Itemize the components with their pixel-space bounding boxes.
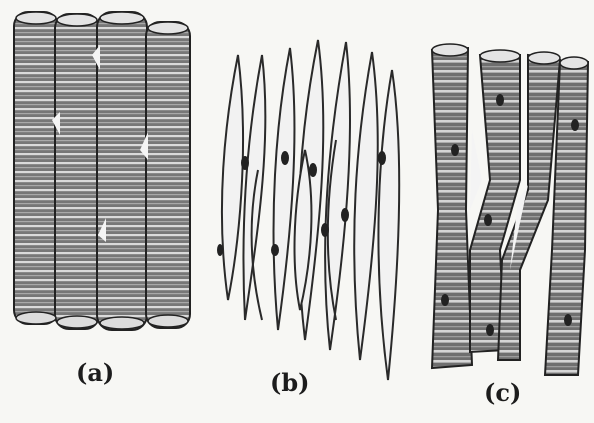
fiber-a1: [14, 12, 58, 324]
fiber-a2: [55, 14, 99, 329]
nucleus-b8: [217, 244, 223, 256]
fiber-end-c3: [528, 52, 560, 64]
nucleus-c1: [451, 144, 459, 156]
fiber-a4: [146, 22, 190, 328]
nucleus-c3: [484, 214, 492, 226]
fiber-c1: [432, 48, 472, 368]
nucleus-b7: [321, 223, 329, 237]
panel-b-smooth-muscle: [217, 40, 399, 380]
nucleus-b5: [378, 151, 386, 165]
spindle-b3: [274, 48, 295, 330]
nucleus-c2: [496, 94, 504, 106]
nucleus-b3: [309, 163, 317, 177]
caption-b: (b): [270, 368, 310, 397]
spindle-b7: [378, 70, 399, 380]
fiber-end-a4: [148, 22, 188, 34]
nucleus-c6: [486, 324, 494, 336]
nucleus-b6: [271, 244, 279, 256]
fiber-end-a2: [57, 14, 97, 26]
fiber-end-c1: [432, 44, 468, 56]
spindle-b1: [222, 55, 243, 300]
spindle-b6: [354, 52, 378, 360]
caption-c: (c): [484, 378, 521, 407]
nucleus-c7: [564, 314, 572, 326]
fiber-bottom-a4: [148, 315, 188, 327]
nucleus-b2: [281, 151, 289, 165]
caption-a: (a): [76, 358, 114, 387]
nucleus-b4: [341, 208, 349, 222]
fiber-end-c2: [480, 50, 520, 62]
nucleus-c4: [571, 119, 579, 131]
nucleus-c5: [441, 294, 449, 306]
fiber-a3: [97, 12, 147, 330]
fiber-end-a3: [100, 12, 144, 24]
fiber-bottom-a3: [100, 317, 144, 329]
fiber-bottom-a1: [16, 312, 56, 324]
nucleus-b1: [241, 156, 249, 170]
panel-a-skeletal-muscle: [14, 12, 190, 330]
gap-c1: [470, 130, 482, 210]
panel-c-cardiac-muscle: [432, 44, 588, 375]
fiber-end-a1: [16, 12, 56, 24]
fiber-bottom-a2: [57, 316, 97, 328]
fiber-end-c4: [560, 57, 588, 69]
